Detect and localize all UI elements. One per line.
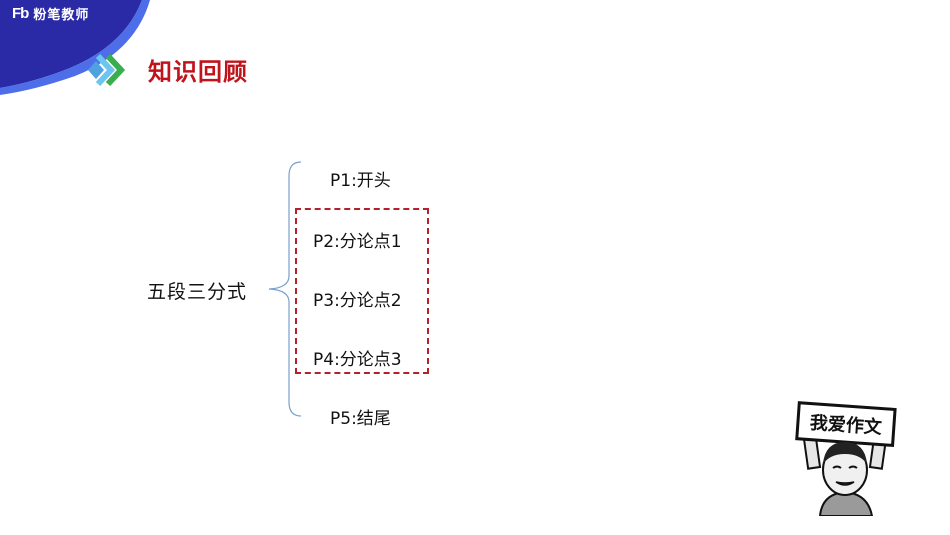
diagram-item-p2: P2:分论点1 [313, 232, 402, 252]
sticker-text: 我爱作文 [809, 412, 883, 439]
brand-mark: Fb [12, 4, 29, 22]
diagram-item-p1: P1:开头 [330, 171, 391, 191]
section-title: 知识回顾 [148, 58, 248, 86]
brand-corner: Fb 粉笔教师 [0, 0, 150, 100]
meme-face-holding-sign-icon: 我爱作文 [795, 401, 897, 516]
diagram-item-p5: P5:结尾 [330, 409, 391, 429]
curly-brace [268, 161, 302, 417]
brand-logo: Fb 粉笔教师 [12, 2, 89, 24]
diagram-item-p4: P4:分论点3 [313, 350, 402, 370]
brand-corner-swoosh [0, 0, 150, 95]
diagram-item-p3: P3:分论点2 [313, 291, 402, 311]
double-chevron-right-icon [88, 53, 126, 87]
diagram-root-label: 五段三分式 [147, 281, 248, 303]
brand-name: 粉笔教师 [33, 7, 90, 23]
subpoints-group-box [295, 208, 429, 374]
